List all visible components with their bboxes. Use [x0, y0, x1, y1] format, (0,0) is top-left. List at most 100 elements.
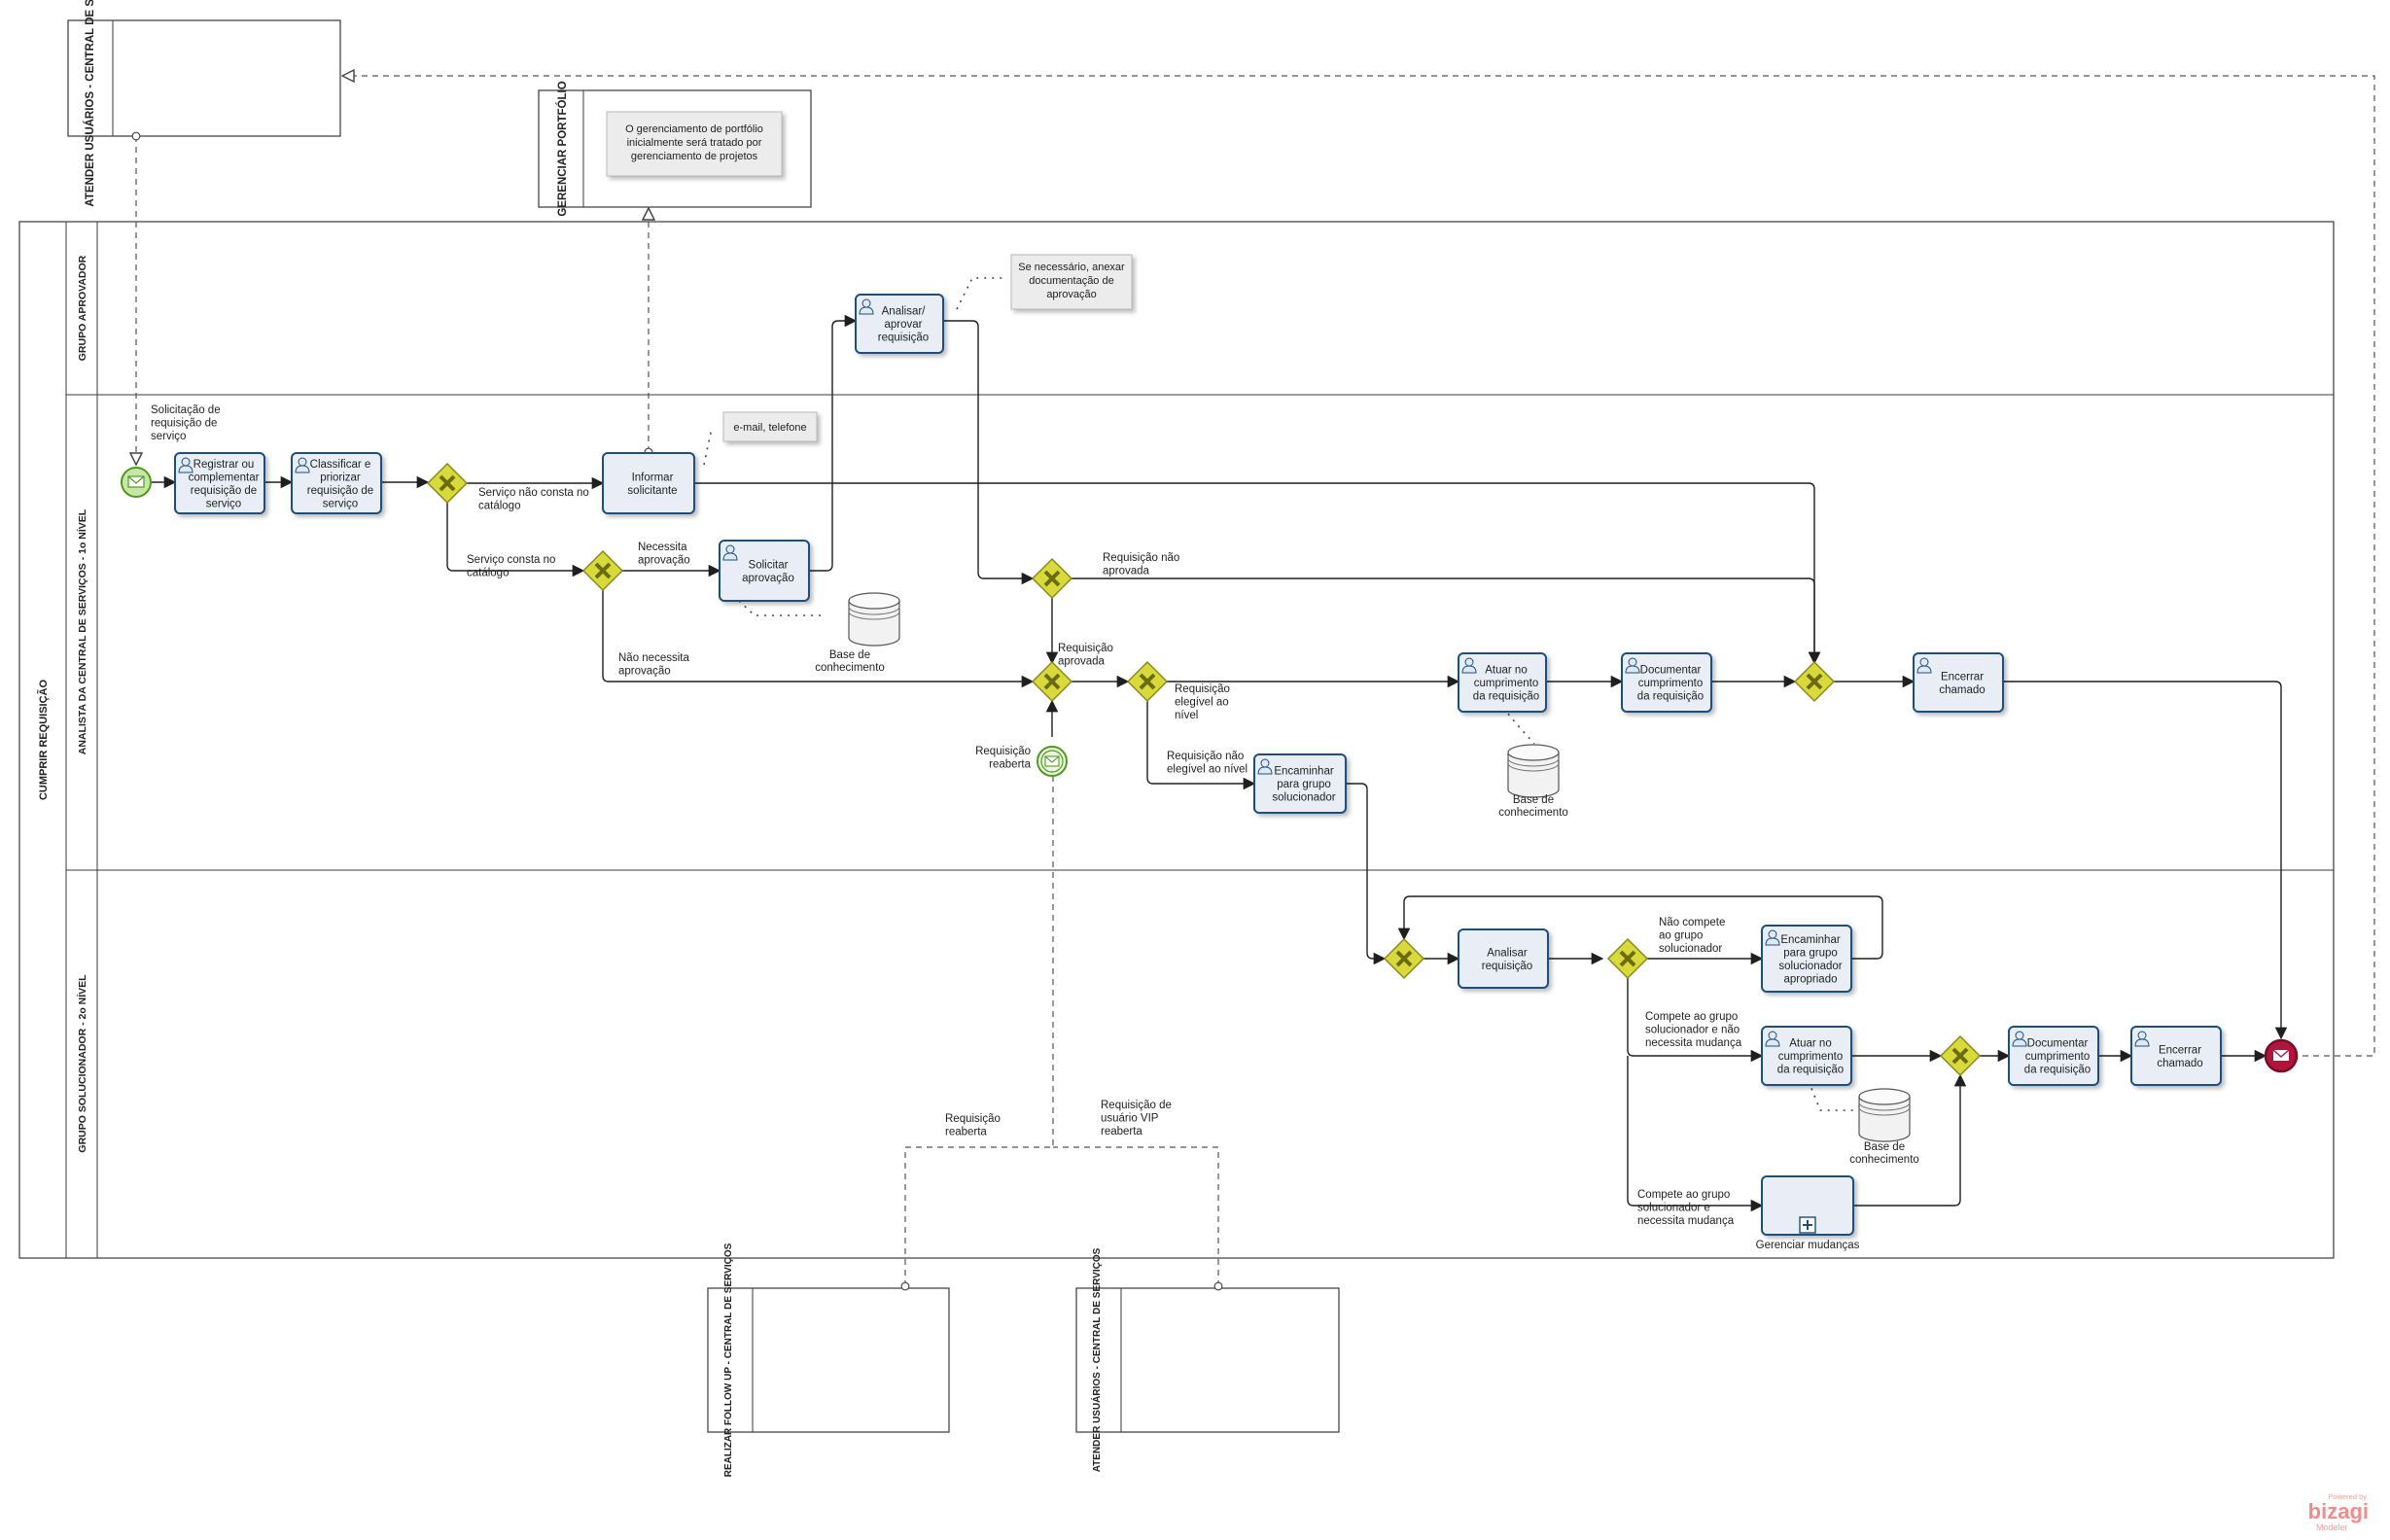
- start-event[interactable]: [121, 467, 152, 498]
- user-task-icon: [2134, 1031, 2150, 1047]
- brand-name: bizagi: [2308, 1499, 2369, 1523]
- task-gerenciar-mudancas-label: Gerenciar mudanças: [1756, 1240, 1860, 1251]
- gateway-compete[interactable]: [1606, 937, 1649, 980]
- user-task-icon: [2012, 1031, 2027, 1047]
- gateway-merge-1[interactable]: [1031, 660, 1073, 703]
- user-task-icon: [1461, 657, 1477, 674]
- assoc-email: [703, 427, 713, 466]
- gateway-merge-2[interactable]: [1793, 660, 1836, 703]
- note-anexar: [1010, 254, 1133, 310]
- task-classificar[interactable]: [291, 452, 382, 514]
- lane-analyst-title: ANALISTA DA CENTRAL DE SERVIÇOS - 1o NÍV…: [76, 508, 88, 754]
- datastore-base-3: [1858, 1088, 1911, 1142]
- pool-main-title: CUMPRIR REQUISIÇÃO: [37, 680, 50, 801]
- user-task-icon: [859, 298, 874, 315]
- bizagi-logo: Powered by bizagi Modeler: [2308, 1492, 2369, 1532]
- note-portfolio: [606, 111, 783, 177]
- pool-follow-up-title: REALIZAR FOLLOW UP - CENTRAL DE SERVIÇOS: [723, 1242, 734, 1477]
- intermediate-event-reaberta[interactable]: [1037, 746, 1068, 777]
- gateway-aprovada[interactable]: [1031, 557, 1073, 600]
- task-documentar-1[interactable]: [1621, 652, 1712, 713]
- msg-flow-end-to-atender: [342, 76, 2375, 1057]
- user-task-icon: [1765, 929, 1780, 946]
- sequence-flows: [152, 314, 2288, 1212]
- user-task-icon: [722, 544, 738, 561]
- task-informar[interactable]: [602, 452, 695, 514]
- task-gerenciar-mudancas[interactable]: [1761, 1175, 1854, 1236]
- task-encaminhar-2[interactable]: [1761, 925, 1852, 993]
- task-analisar-2[interactable]: [1458, 928, 1549, 989]
- end-event[interactable]: [2264, 1038, 2299, 1073]
- user-task-icon: [1916, 657, 1932, 674]
- lane-approver-title: GRUPO APROVADOR: [77, 255, 88, 361]
- user-task-icon: [295, 457, 310, 473]
- task-documentar-2[interactable]: [2008, 1026, 2099, 1086]
- task-encaminhar-1[interactable]: [1253, 753, 1347, 814]
- gateway-aprovacao[interactable]: [581, 549, 624, 592]
- user-task-icon: [178, 457, 193, 473]
- lane-solver-title: GRUPO SOLUCIONADOR - 2o NÍVEL: [76, 974, 88, 1153]
- datastore-base-2: [1507, 744, 1560, 798]
- gateway-merge-4[interactable]: [1939, 1034, 1982, 1077]
- task-solicitar[interactable]: [719, 540, 810, 602]
- task-atuar-2[interactable]: [1761, 1026, 1852, 1086]
- task-analisar-aprovar[interactable]: [855, 294, 944, 354]
- pool-portfolio-title: GERENCIAR PORTFÓLIO: [556, 81, 569, 216]
- pool-atender-bottom: ATENDER USUÁRIOS - CENTRAL DE SERVIÇOS: [1075, 1247, 1340, 1472]
- pool-cumprir-requisicao: CUMPRIR REQUISIÇÃO GRUPO APROVADOR ANALI…: [18, 221, 2335, 1259]
- gateway-merge-3[interactable]: [1383, 937, 1425, 980]
- user-task-icon: [1257, 758, 1273, 775]
- subprocess-plus-icon: [1799, 1216, 1816, 1234]
- pool-atender-top: ATENDER USUÁRIOS - CENTRAL DE SERVIÇOS: [67, 0, 341, 207]
- gateway-catalogo[interactable]: [426, 462, 469, 505]
- tasks-layer: [174, 294, 2222, 1236]
- user-task-icon: [1765, 1031, 1780, 1047]
- user-task-icon: [1625, 657, 1640, 674]
- task-encerrar-2[interactable]: [2130, 1026, 2222, 1086]
- task-atuar-1[interactable]: [1458, 652, 1547, 713]
- pool-atender-bottom-title: ATENDER USUÁRIOS - CENTRAL DE SERVIÇOS: [1090, 1247, 1103, 1472]
- gateway-elegivel[interactable]: [1126, 660, 1169, 703]
- task-encerrar-1[interactable]: [1913, 652, 2004, 713]
- assoc-base-3: [1808, 1080, 1859, 1111]
- brand-powered: Powered by: [2328, 1492, 2367, 1501]
- note-email-text: e-mail, telefone: [733, 422, 806, 434]
- datastore-base-1: [848, 592, 900, 647]
- task-registrar[interactable]: [174, 452, 265, 514]
- brand-modeler: Modeler: [2316, 1522, 2348, 1532]
